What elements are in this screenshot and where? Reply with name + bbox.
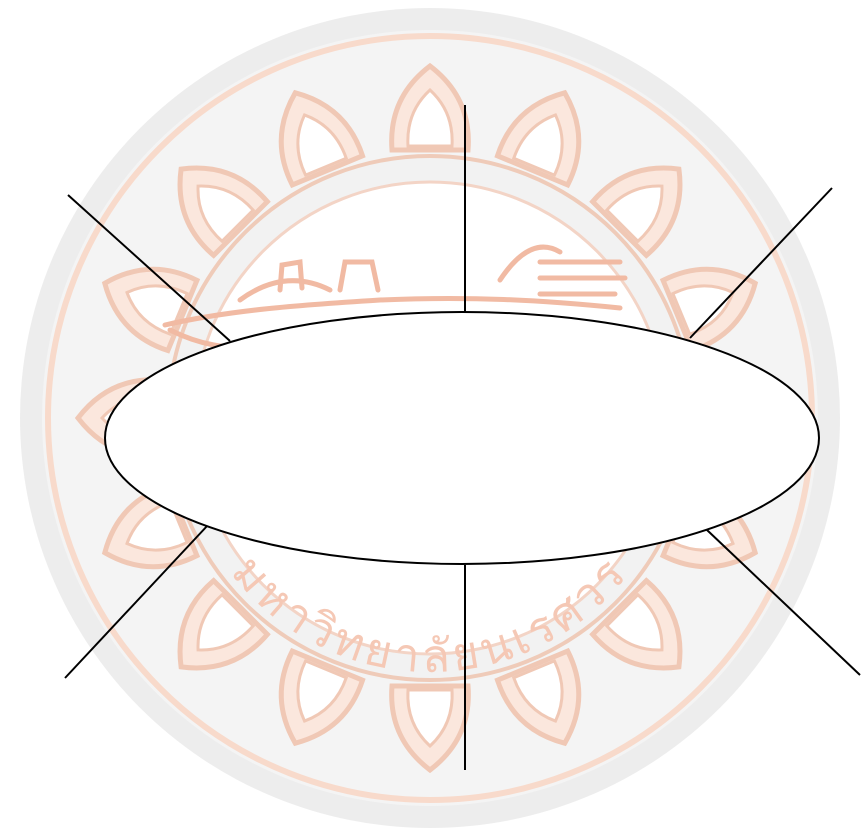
central-ellipse	[105, 312, 819, 564]
